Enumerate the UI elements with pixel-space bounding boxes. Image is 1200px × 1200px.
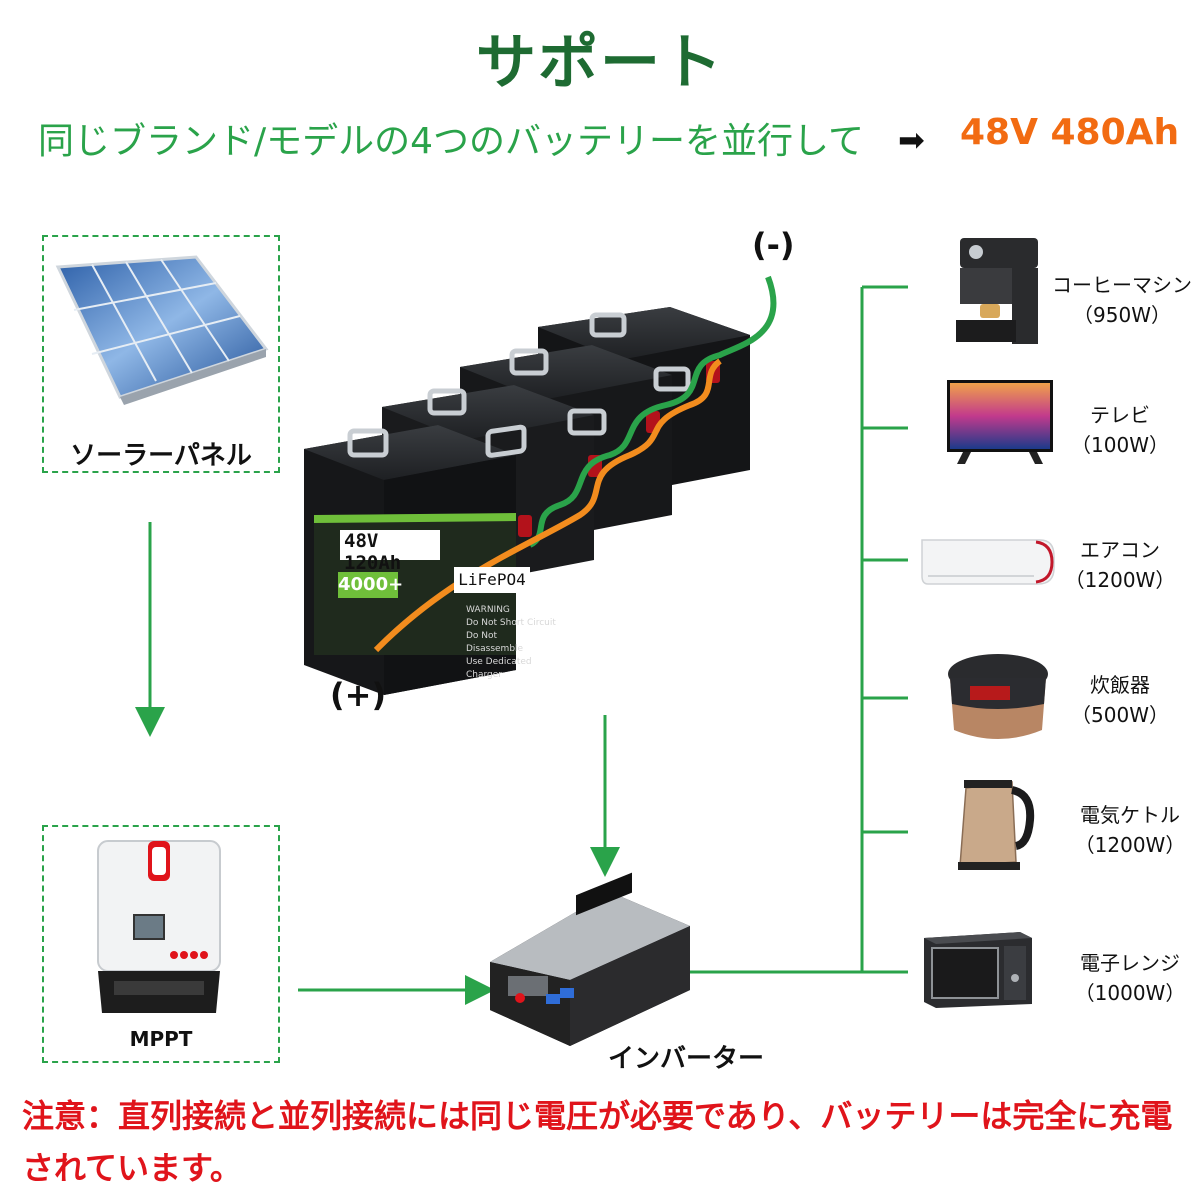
inverter-label: インバーター (608, 1044, 765, 1074)
air-conditioner-icon (921, 539, 1055, 585)
warning-title: WARNING (466, 605, 510, 615)
right-arrow-icon: ➡ (898, 121, 925, 159)
charge-controller-icon (97, 840, 221, 1013)
appliance-label: 炊飯器 （500W） (1030, 670, 1200, 730)
negative-terminal-label: (-) (752, 226, 795, 264)
appliance-power: （1000W） (1074, 981, 1186, 1005)
tv-icon (947, 380, 1053, 464)
appliance-name: テレビ (1090, 403, 1150, 427)
battery-chemistry-label: LiFePO4 (454, 567, 530, 593)
result-spec: 48V 480Ah (960, 112, 1180, 153)
appliance-label: 電子レンジ （1000W） (1040, 948, 1200, 1008)
warning-line: Use Dedicated Charger (466, 657, 532, 680)
appliance-name: エアコン (1080, 538, 1160, 562)
appliance-label: コーヒーマシン （950W） (1032, 270, 1200, 330)
inverter-icon (490, 872, 690, 1046)
solar-panel-icon (55, 255, 269, 405)
appliance-power: （1200W） (1064, 568, 1176, 592)
appliance-power: （950W） (1073, 303, 1171, 327)
warning-line: Do Not Disassemble (466, 631, 524, 654)
battery-bank (304, 275, 777, 695)
positive-terminal-label: (+) (330, 676, 387, 714)
appliance-name: 炊飯器 (1090, 673, 1150, 697)
battery-rating-label: 48V 120Ah (340, 530, 440, 574)
solar-panel-box: ソーラーパネル (42, 235, 280, 473)
kettle-icon (958, 780, 1035, 870)
appliance-power: （500W） (1071, 703, 1169, 727)
mppt-box: MPPT (42, 825, 280, 1063)
subtitle: 同じブランド/モデルの4つのバッテリーを並行して (38, 121, 864, 162)
appliance-label: エアコン （1200W） (1030, 535, 1200, 595)
appliance-power: （100W） (1071, 433, 1169, 457)
microwave-icon (924, 932, 1032, 1008)
rice-cooker-icon (948, 654, 1048, 739)
appliance-name: 電子レンジ (1080, 951, 1180, 975)
page-title: サポート (476, 28, 724, 98)
battery-cycles-badge: 4000+ (338, 572, 403, 598)
battery-warning: WARNING Do Not Short Circuit Do Not Disa… (466, 604, 556, 682)
warning-line: Do Not Short Circuit (466, 618, 556, 628)
mppt-label: MPPT (129, 1027, 193, 1051)
appliance-label: テレビ （100W） (1030, 400, 1200, 460)
appliance-name: コーヒーマシン (1052, 273, 1192, 297)
warning-note: 注意：直列接続と並列接続には同じ電圧が必要であり、バッテリーは完全に充電されてい… (22, 1097, 1173, 1187)
solar-panel-label: ソーラーパネル (70, 441, 252, 471)
appliance-power: （1200W） (1074, 833, 1186, 857)
appliance-name: 電気ケトル (1080, 803, 1180, 827)
appliance-label: 電気ケトル （1200W） (1040, 800, 1200, 860)
coffee-machine-icon (956, 238, 1038, 344)
